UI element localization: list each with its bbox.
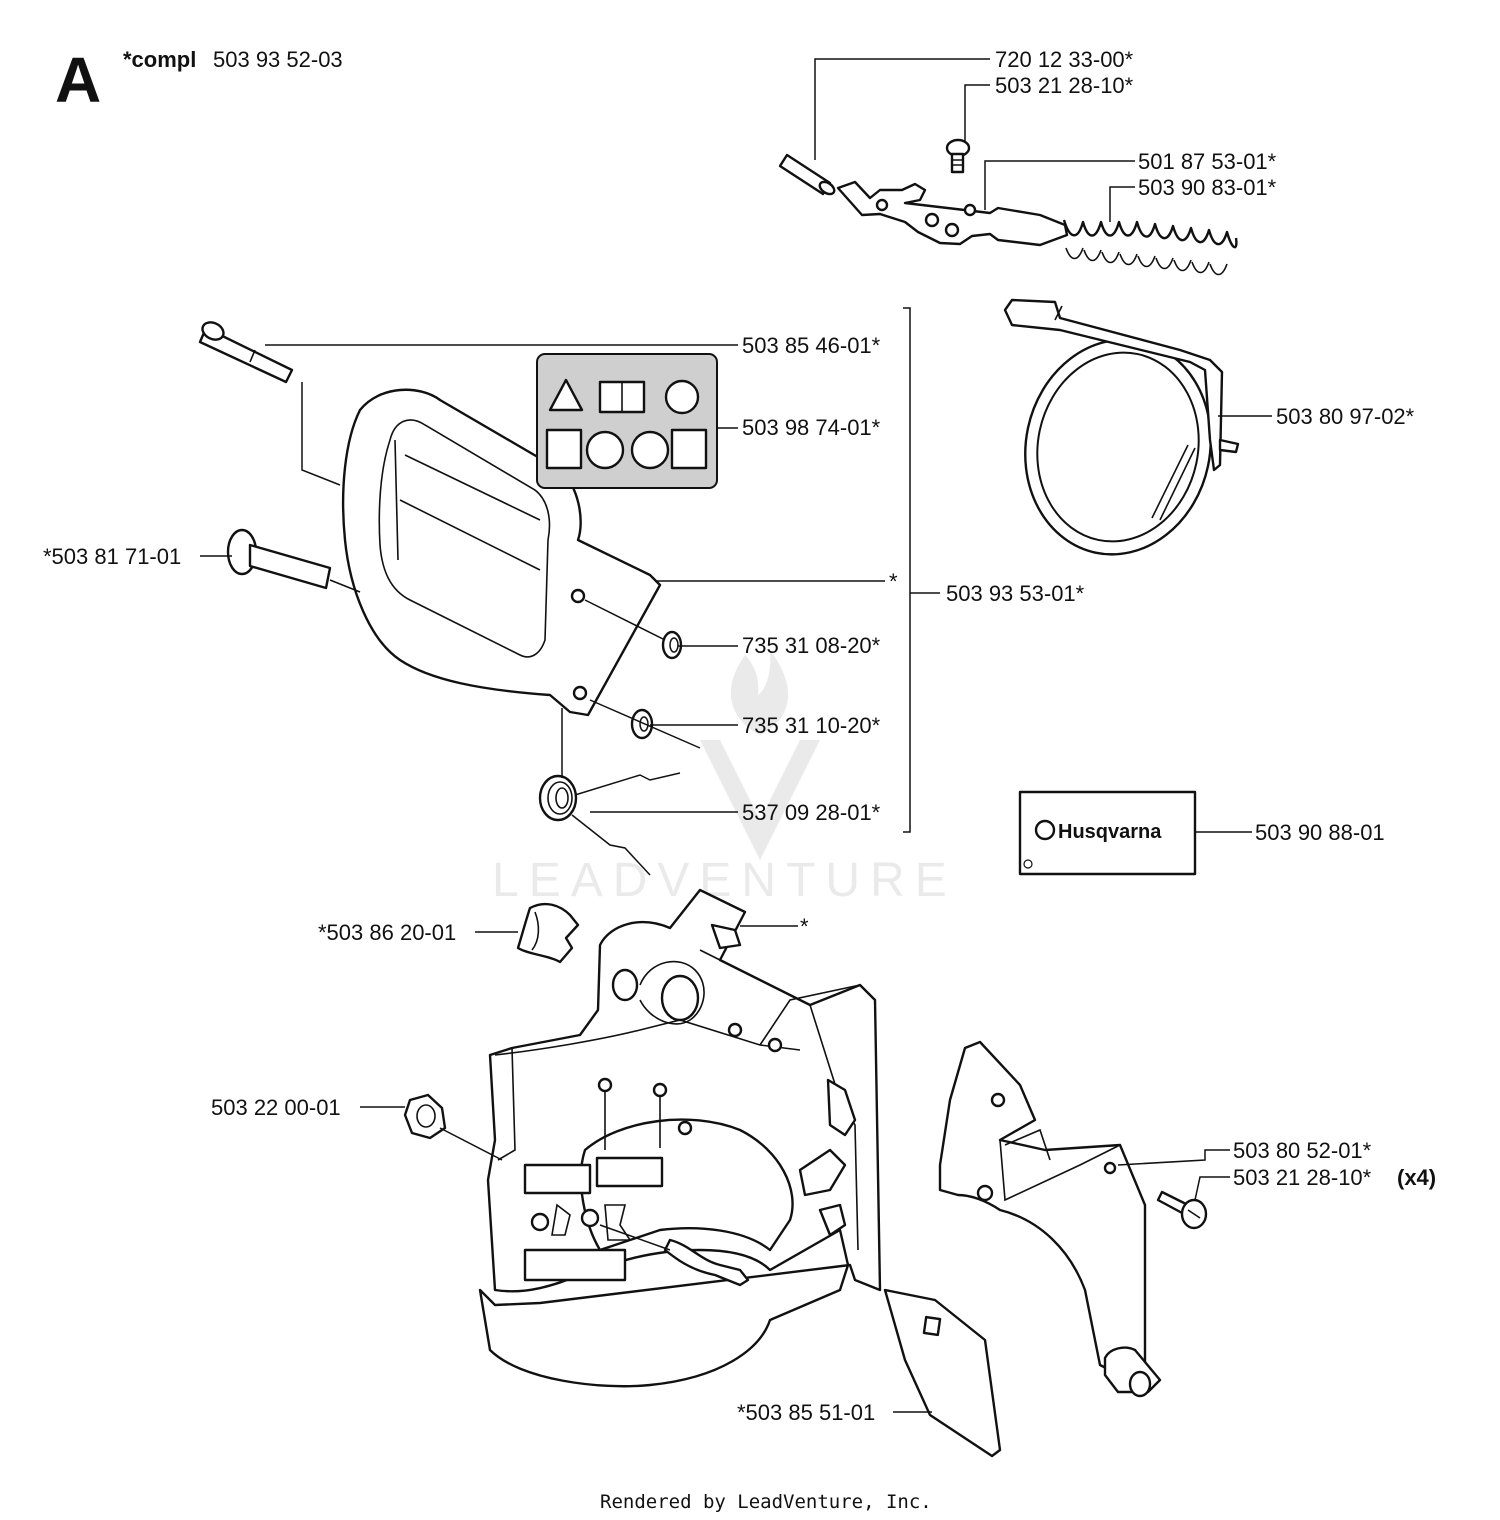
section-letter: A	[55, 44, 101, 116]
compl-prefix: *compl	[123, 47, 196, 72]
label-735-31-10-20: 735 31 10-20*	[742, 713, 881, 738]
spring-part	[1062, 219, 1238, 276]
screw-top-part	[945, 138, 971, 174]
pin-part	[778, 153, 836, 196]
chain-guide-plate-part	[883, 1288, 1002, 1458]
leader-lines-top	[814, 58, 1135, 222]
brake-lever-part	[836, 180, 1069, 247]
torsion-spring-part	[538, 772, 681, 876]
footer-credit: Rendered by LeadVenture, Inc.	[600, 1491, 932, 1513]
label-503-22-00-01: 503 22 00-01	[211, 1095, 341, 1120]
washer-large-part	[630, 708, 654, 740]
compl-number: 503 93 52-03	[213, 47, 343, 72]
pin-long-part	[198, 321, 294, 384]
warning-decal-part	[536, 353, 718, 489]
label-qty-x4: (x4)	[1397, 1165, 1436, 1190]
side-cover-part	[938, 1040, 1162, 1398]
label-735-31-08-20: 735 31 08-20*	[742, 633, 881, 658]
leader-lines-middle	[200, 307, 940, 833]
husqvarna-decal-part: Husqvarna	[1018, 790, 1197, 876]
washer-small-part	[661, 630, 683, 660]
leader-lines-bottom	[360, 925, 1230, 1413]
screw-bottom-part	[1156, 1190, 1208, 1230]
label-503-21-28-10-top: 503 21 28-10*	[995, 73, 1134, 98]
label-star-cover: *	[889, 569, 898, 594]
label-503-85-51-01: *503 85 51-01	[737, 1400, 875, 1425]
label-720-12-33-00: 720 12 33-00*	[995, 47, 1134, 72]
label-503-80-97-02: 503 80 97-02*	[1276, 404, 1415, 429]
label-503-90-88-01: 503 90 88-01	[1255, 820, 1385, 845]
clutch-cover-part	[478, 888, 882, 1388]
label-503-86-20-01: *503 86 20-01	[318, 920, 456, 945]
label-503-80-52-01: 503 80 52-01*	[1233, 1138, 1372, 1163]
label-503-85-46-01: 503 85 46-01*	[742, 333, 881, 358]
label-503-81-71-01: *503 81 71-01	[43, 544, 181, 569]
brake-band-part	[1003, 298, 1240, 556]
label-503-98-74-01: 503 98 74-01*	[742, 415, 881, 440]
label-537-09-28-01: 537 09 28-01*	[742, 800, 881, 825]
label-star-lever: *	[800, 914, 809, 939]
label-503-93-53-01: 503 93 53-01*	[946, 581, 1085, 606]
chain-brake-cover-part	[341, 388, 662, 717]
label-501-87-53-01: 501 87 53-01*	[1138, 149, 1277, 174]
watermark-text: LEADVENTURE	[492, 854, 957, 907]
label-503-21-28-10-bottom: 503 21 28-10*	[1233, 1165, 1372, 1190]
husqvarna-logo-text: Husqvarna	[1058, 821, 1162, 843]
bushing-part	[516, 902, 580, 964]
label-503-90-83-01: 503 90 83-01*	[1138, 175, 1277, 200]
knob-part	[226, 528, 332, 590]
nut-part	[403, 1093, 447, 1140]
